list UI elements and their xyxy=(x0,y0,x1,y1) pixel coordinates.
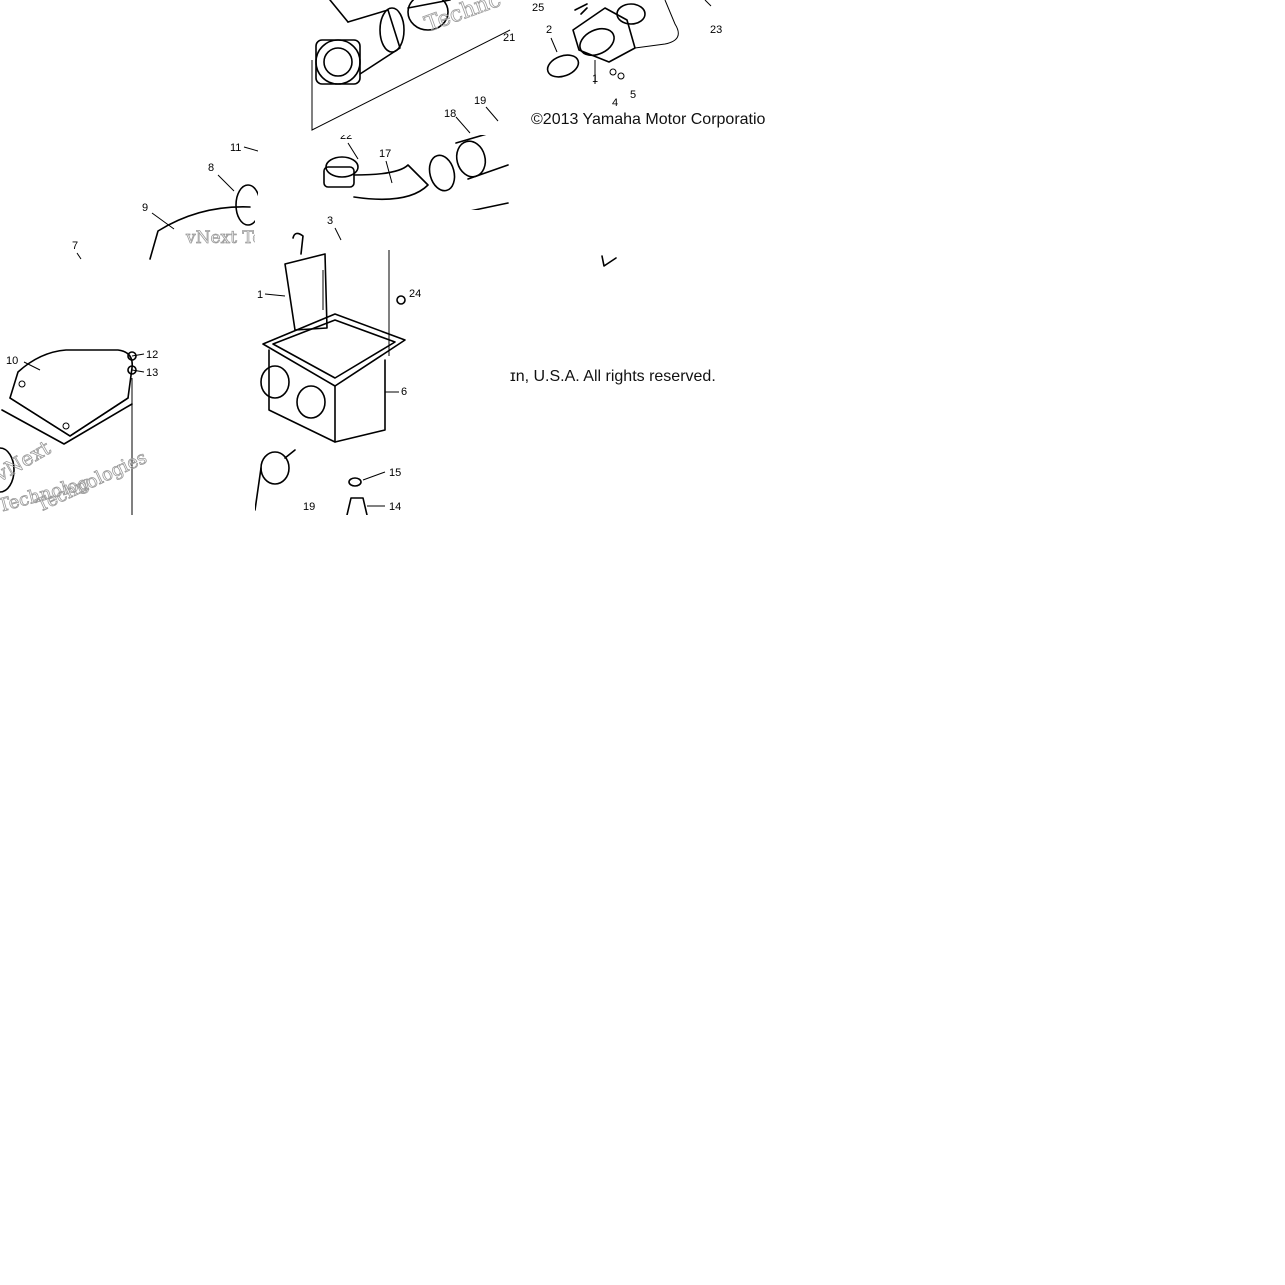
diagram-tile-lower-left: 10 12 13 vNext Technolog Technologies xyxy=(0,260,255,515)
callout-24: 24 xyxy=(409,288,421,300)
callout-21: 21 xyxy=(503,32,515,44)
flange-drawing: 25 2 1 4 5 23 xyxy=(532,0,722,109)
callout-13: 13 xyxy=(146,367,158,379)
callout-18: 18 xyxy=(444,108,456,120)
callout-22: 22 xyxy=(340,135,352,142)
callout-19: 19 xyxy=(474,95,486,107)
air-box-drawing: 3 1 24 6 19 15 14 xyxy=(255,215,421,515)
callout-3: 3 xyxy=(327,215,333,227)
callout-4: 4 xyxy=(612,97,618,109)
diagram-tile-right-mark xyxy=(596,250,622,270)
callout-15: 15 xyxy=(389,467,401,479)
diagram-tile-top-center: Technc 21 xyxy=(300,0,515,135)
callout-11: 11 xyxy=(230,142,241,154)
callout-19b: 19 xyxy=(303,501,315,513)
intake-tube-drawing: Technc 21 xyxy=(311,0,515,131)
callout-5: 5 xyxy=(630,89,636,101)
callout-23: 23 xyxy=(710,24,722,36)
diagram-tile-callouts-upper: 18 19 xyxy=(440,95,515,135)
callout-6: 6 xyxy=(401,386,407,398)
diagram-tile-top-right: 25 2 1 4 5 23 ©2013 Yamaha Motor Corpora… xyxy=(515,0,775,135)
callout-10: 10 xyxy=(6,355,18,367)
hose-assembly-drawing: 22 17 20 16 xyxy=(323,135,509,257)
callout-1: 1 xyxy=(257,289,263,301)
copyright-line-1: ©2013 Yamaha Motor Corporatio xyxy=(531,111,766,128)
diagram-tile-callout-7: 7 xyxy=(65,235,95,260)
diagram-tile-middle-left: 11 8 9 vNext Tec xyxy=(130,135,258,260)
callout-17: 17 xyxy=(379,148,391,160)
watermark-text: Technc xyxy=(422,0,505,38)
callout-14: 14 xyxy=(389,501,401,513)
copyright-line-2: ɪn, U.S.A. All rights reserved. xyxy=(510,368,716,385)
air-filter-drawing: 11 8 9 vNext Tec xyxy=(142,142,258,260)
callout-2: 2 xyxy=(546,24,552,36)
callout-8: 8 xyxy=(208,162,214,174)
filter-cover-drawing: 10 12 13 vNext Technolog Technologies xyxy=(0,349,158,515)
callout-25: 25 xyxy=(532,2,544,14)
callout-1: 1 xyxy=(592,73,598,85)
callout-7: 7 xyxy=(72,240,78,252)
callout-12: 12 xyxy=(146,349,158,361)
callout-20: 20 xyxy=(414,135,426,138)
callout-strip: 18 19 xyxy=(444,95,499,134)
diagram-tile-lower-center: 3 1 24 6 19 15 14 xyxy=(255,210,515,515)
watermark-text: vNext xyxy=(0,436,54,487)
watermark-text: vNext Tec xyxy=(185,228,258,248)
callout-9: 9 xyxy=(142,202,148,214)
